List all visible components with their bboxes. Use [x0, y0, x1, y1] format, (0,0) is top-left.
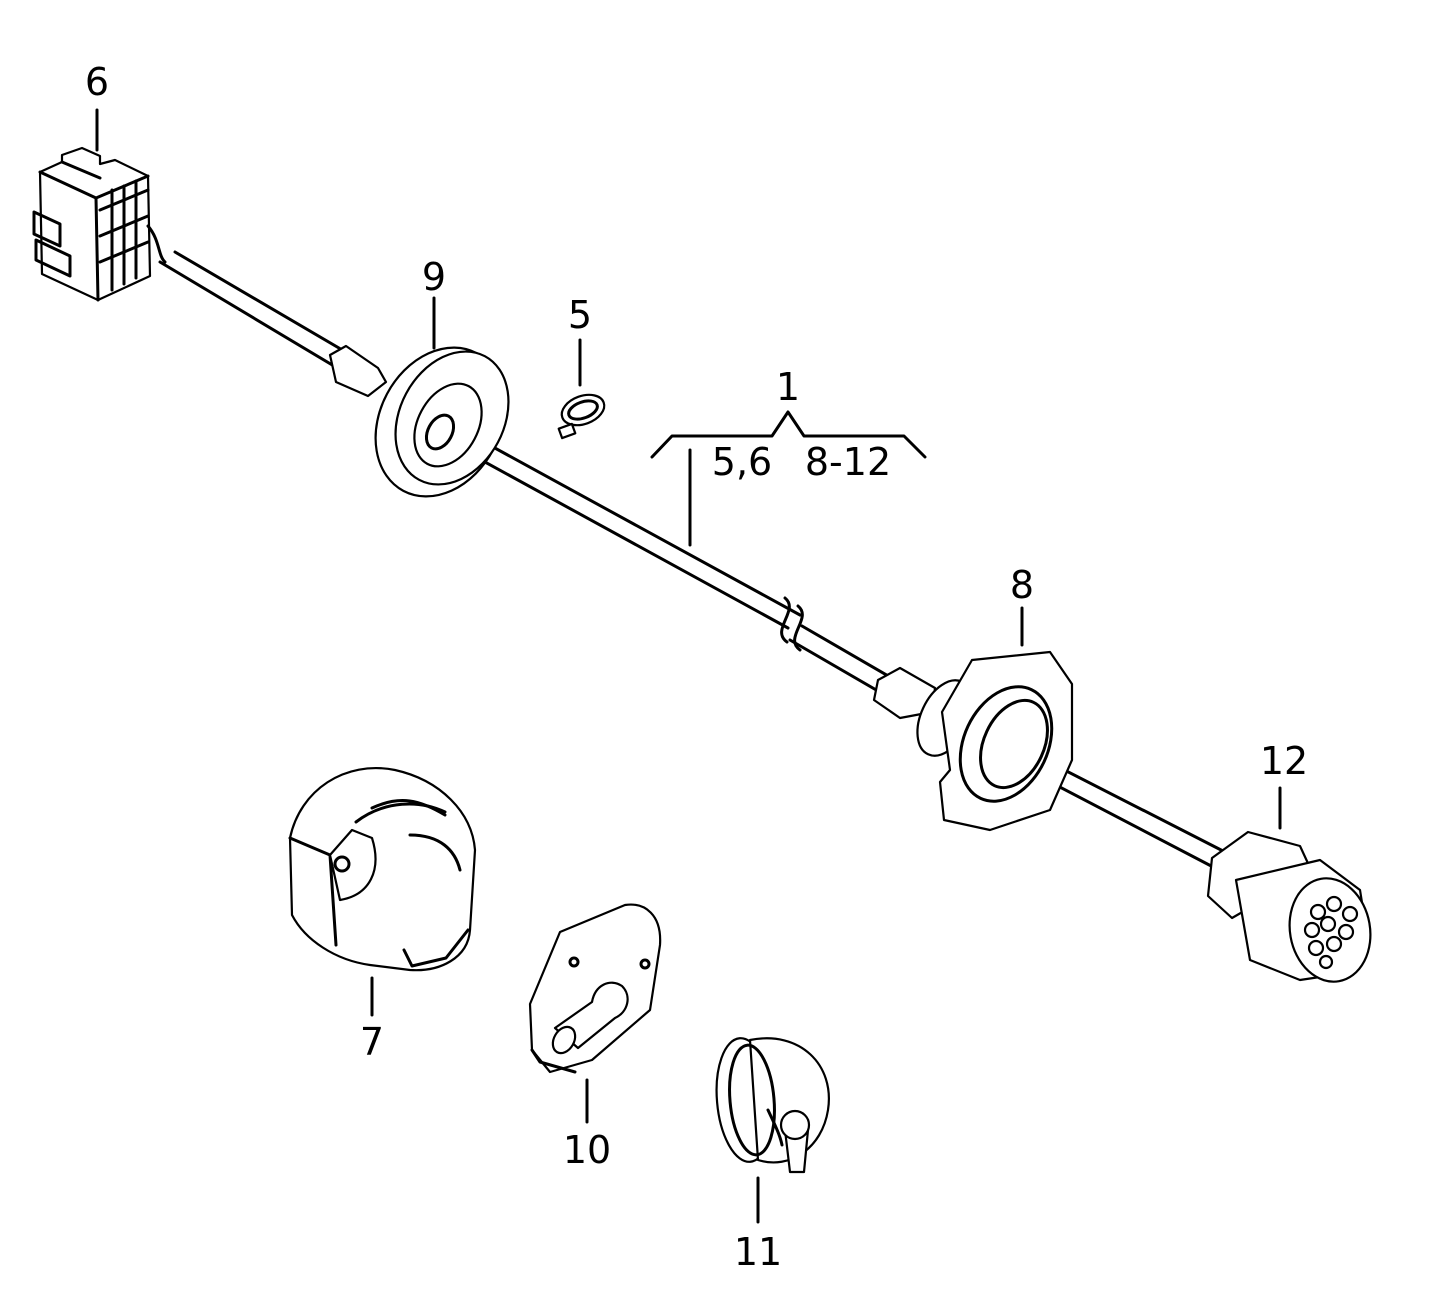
label-10: 10 — [563, 1128, 611, 1172]
label-8: 8 — [1010, 563, 1034, 607]
label-5: 5 — [568, 293, 592, 337]
callout-labels: 6 9 5 1 5,6 8-12 8 12 7 10 11 — [85, 60, 1308, 1274]
connector-6 — [32, 146, 167, 302]
label-1-left: 5,6 — [712, 440, 772, 484]
label-6: 6 — [85, 60, 109, 104]
cap-11 — [715, 1037, 830, 1174]
label-12: 12 — [1260, 739, 1308, 783]
label-1-right: 8-12 — [805, 440, 891, 484]
label-11: 11 — [734, 1230, 782, 1274]
socket-12 — [1206, 830, 1372, 983]
grommet-9 — [328, 344, 510, 498]
socket-pins — [1303, 895, 1359, 970]
label-7: 7 — [360, 1020, 384, 1064]
label-1: 1 — [776, 365, 800, 409]
gasket-10 — [528, 903, 662, 1074]
socket-7 — [288, 767, 477, 972]
leader-lines — [95, 108, 1282, 1224]
hose-clip-5 — [557, 393, 606, 440]
label-9: 9 — [422, 255, 446, 299]
grommet-8 — [872, 650, 1074, 832]
